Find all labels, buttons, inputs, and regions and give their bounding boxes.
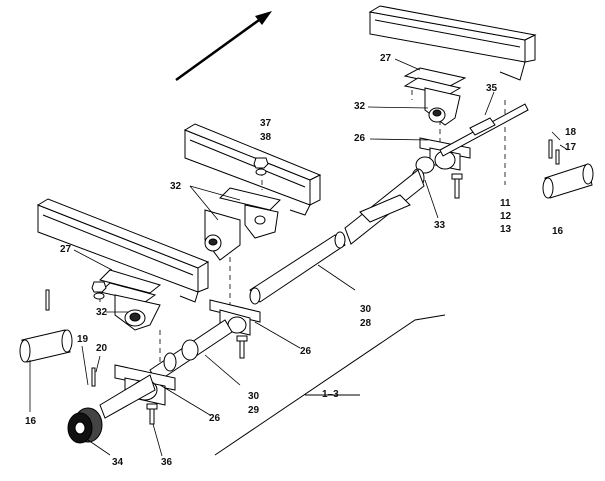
bearing-bracket-lower <box>98 269 162 331</box>
bolt-lower-left <box>146 403 158 425</box>
leader-lines <box>29 58 569 457</box>
callout-27-lower: 27 <box>60 244 72 255</box>
callout-16-right: 16 <box>552 226 564 237</box>
callout-37: 37 <box>260 118 272 129</box>
callout-19: 19 <box>77 334 89 345</box>
frame-beam-lower <box>36 198 210 303</box>
callout-26-middle: 26 <box>300 346 312 357</box>
pulley-34 <box>67 407 103 444</box>
bearing-bracket-middle <box>204 187 281 261</box>
pins-left <box>45 289 96 387</box>
direction-arrow <box>175 11 272 82</box>
frame-beam-top <box>368 5 537 81</box>
shaft-long <box>249 231 346 305</box>
callout-35: 35 <box>486 83 498 94</box>
frame-beam-middle <box>183 123 322 216</box>
callout-28: 28 <box>360 318 372 329</box>
callout-27-top: 27 <box>380 53 392 64</box>
guide-panel-outline <box>214 314 446 456</box>
callout-20: 20 <box>96 343 108 354</box>
callout-1-3: 1–3 <box>322 389 339 400</box>
callout-34: 34 <box>112 457 124 468</box>
shaft-lower <box>149 319 233 383</box>
callout-18: 18 <box>565 127 577 138</box>
callout-13: 13 <box>500 224 512 235</box>
callout-29: 29 <box>248 405 260 416</box>
shaft-upper <box>439 103 529 157</box>
callout-17: 17 <box>565 142 577 153</box>
shaft-coupling-upper <box>344 168 425 245</box>
callout-33: 33 <box>434 220 446 231</box>
end-coupling-right <box>542 163 594 199</box>
bolt-top <box>451 173 463 199</box>
callout-30-lower: 30 <box>248 391 260 402</box>
nut-washer-37-38 <box>253 157 269 176</box>
nut-lower <box>91 281 107 300</box>
callout-12: 12 <box>500 211 512 222</box>
callout-32-lower: 32 <box>96 307 108 318</box>
pins-right <box>548 139 560 165</box>
callout-38: 38 <box>260 132 272 143</box>
callout-26-top: 26 <box>354 133 366 144</box>
callout-32-top: 32 <box>354 101 366 112</box>
callout-26-lower: 26 <box>209 413 221 424</box>
callout-16-left: 16 <box>25 416 37 427</box>
end-coupling-left <box>19 329 73 363</box>
callout-36: 36 <box>161 457 173 468</box>
callout-32-middle: 32 <box>170 181 182 192</box>
bearing-bracket-top <box>403 67 467 126</box>
callout-11: 11 <box>500 198 511 209</box>
bearing-housing-lower-left <box>99 364 176 419</box>
callout-30-upper: 30 <box>360 304 372 315</box>
